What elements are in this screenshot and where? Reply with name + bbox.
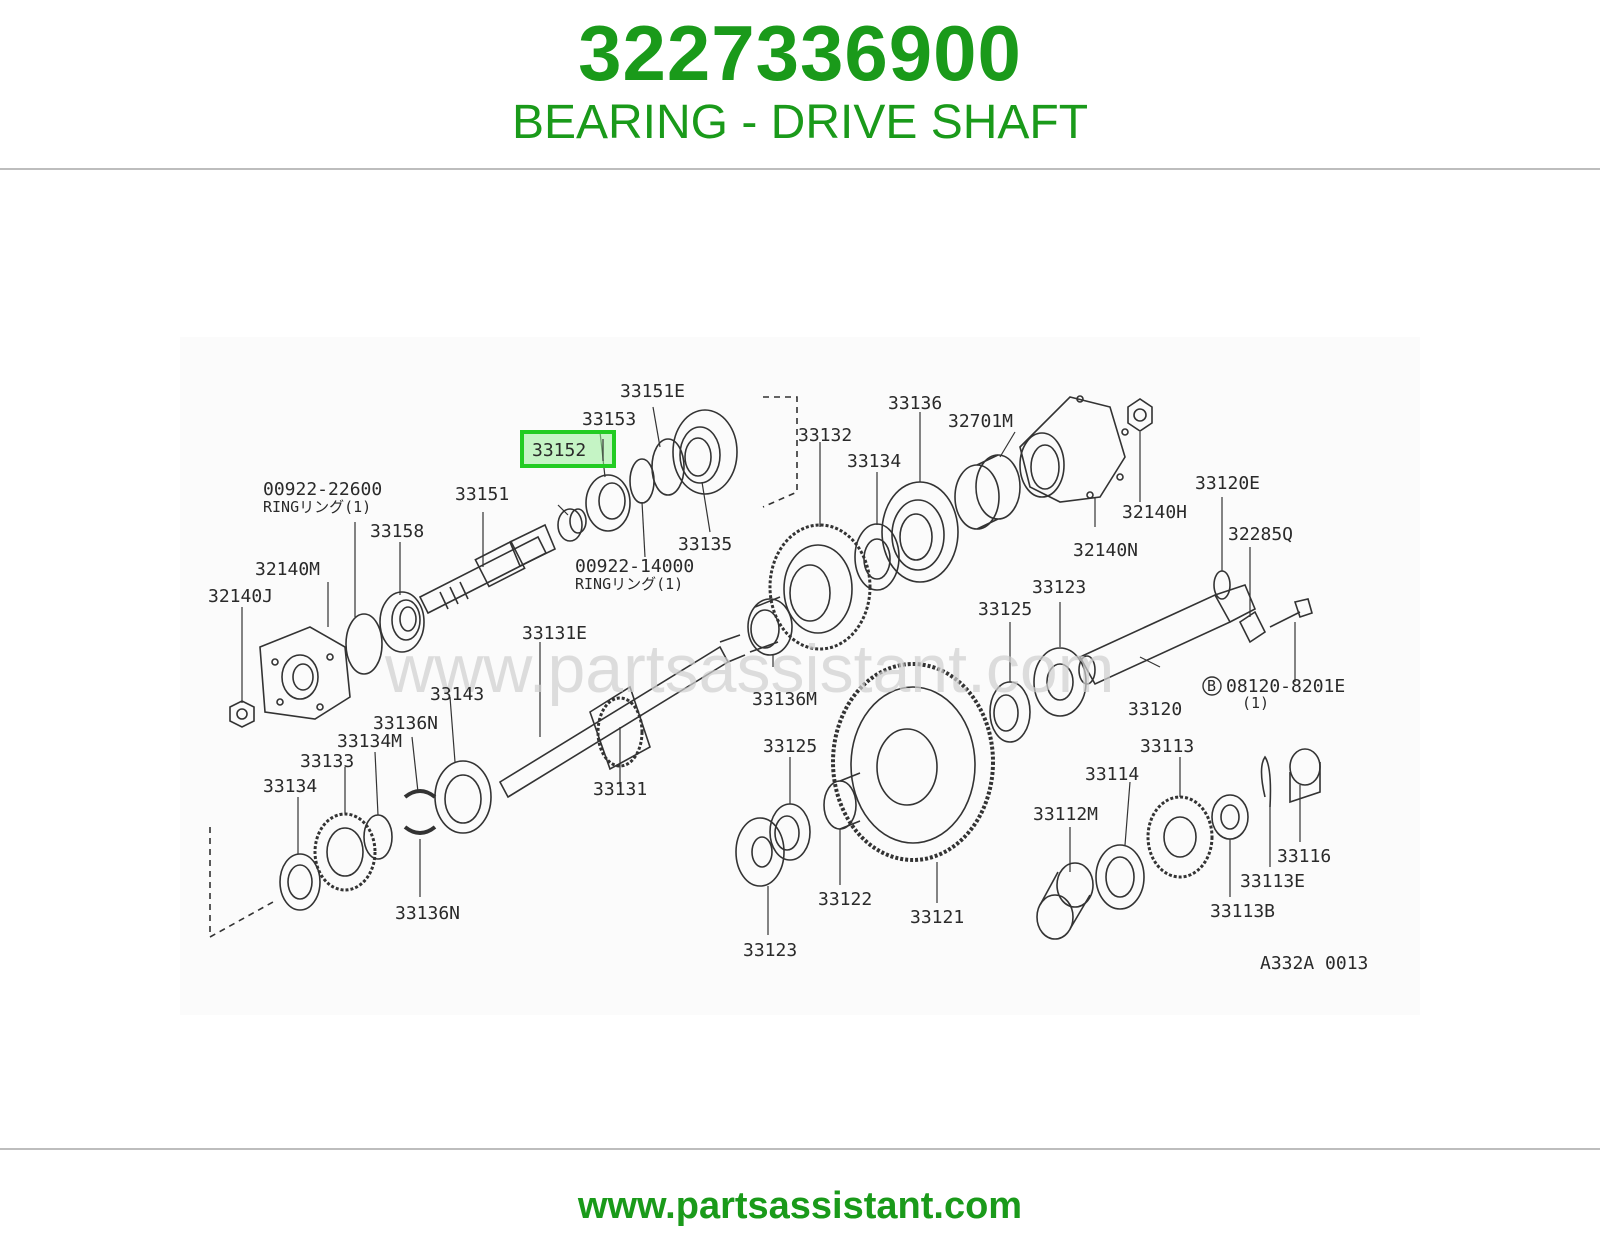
label-33122[interactable]: 33122 [818,889,872,910]
cap-33116-drawing [1289,748,1321,804]
shaft-33131-drawing [498,634,746,799]
dashed-outline-left [209,827,274,939]
label-32285Q[interactable]: 32285Q [1228,524,1293,545]
bearing-33135-drawing [672,409,738,495]
header-divider [0,168,1600,170]
figure-code: A332A 0013 [1260,953,1368,974]
bushing-33112M-drawing [1036,862,1094,940]
label-33116[interactable]: 33116 [1277,846,1331,867]
label-33153[interactable]: 33153 [582,409,636,430]
sleeve-33153-drawing [585,474,631,532]
label-33112M[interactable]: 33112M [1033,804,1098,825]
label-33125-top[interactable]: 33125 [978,599,1032,620]
label-33121[interactable]: 33121 [910,907,964,928]
ring-33134M-drawing [363,814,393,860]
shaft-33151-drawing [418,523,557,615]
sleeve-33143-drawing [434,760,492,834]
bearing-33152-drawing [557,508,587,542]
gear-33121-drawing [831,662,995,862]
label-00922-14000[interactable]: 00922-14000 [575,556,694,577]
label-33136-top[interactable]: 33136 [888,393,942,414]
label-33143[interactable]: 33143 [430,684,484,705]
nut-32140H-drawing [1127,398,1153,432]
header: 3227336900 BEARING - DRIVE SHAFT [0,0,1600,168]
pin-33113E-drawing [1260,755,1272,808]
label-33113E[interactable]: 33113E [1240,871,1305,892]
retainer-32140M-drawing [259,626,351,720]
ring-33120E-drawing [1213,570,1231,600]
bearing-33136M-drawing [747,596,793,656]
nut-33113B-drawing [1211,794,1249,840]
bearing-33125-bottom-drawing [769,803,811,861]
label-33131E[interactable]: 33131E [522,623,587,644]
label-33133[interactable]: 33133 [300,751,354,772]
highlight-box-33152[interactable] [520,430,616,468]
gear-33132-drawing [768,523,872,651]
label-33136N-bottom[interactable]: 33136N [395,903,460,924]
label-00922-22600[interactable]: 00922-22600 [263,479,382,500]
label-32140M[interactable]: 32140M [255,559,320,580]
bolt-08120-8201E-drawing [1269,598,1313,628]
dashed-outline-top [762,396,798,508]
bearing-33114-drawing [1095,844,1145,910]
label-33113[interactable]: 33113 [1140,736,1194,757]
label-33114[interactable]: 33114 [1085,764,1139,785]
label-00922-22600-sub: RINGリング(1) [263,498,371,516]
label-32140H[interactable]: 32140H [1122,502,1187,523]
footer-url[interactable]: www.partsassistant.com [577,1185,1023,1227]
label-32701M[interactable]: 32701M [948,411,1013,432]
bearing-33136N-drawing [403,789,437,835]
ring-33151E-drawing [651,438,685,496]
bearing-33136-top-drawing [881,481,959,583]
bearing-33158-drawing [379,591,425,653]
label-33134M[interactable]: 33134M [337,731,402,752]
label-33136N-top[interactable]: 33136N [373,713,438,734]
plate-32285Q-drawing [1238,610,1267,644]
part-number: 3227336900 [578,9,1022,97]
watermark-text: www.partsassistant.com [384,631,1114,707]
label-33132[interactable]: 33132 [798,425,852,446]
label-33131[interactable]: 33131 [593,779,647,800]
ring-00922-14000-drawing [629,458,655,504]
label-08120-b: B [1207,677,1216,695]
label-33151E[interactable]: 33151E [620,381,685,402]
leader-lines [241,406,1301,935]
parts-diagram: www.partsassistant.com 33151E 33153 3315… [180,337,1420,1015]
spacer-33122-drawing [823,772,861,830]
label-32140N[interactable]: 32140N [1073,540,1138,561]
part-description: BEARING - DRIVE SHAFT [511,96,1089,149]
label-33120[interactable]: 33120 [1128,699,1182,720]
gear-33113-drawing [1146,795,1214,879]
b-circle-icon [1202,676,1222,696]
label-32140J[interactable]: 32140J [208,586,273,607]
label-08120-8201E[interactable]: 08120-8201E [1226,676,1345,697]
washer-33123-bottom-drawing [735,817,785,887]
label-33134-bottom[interactable]: 33134 [263,776,317,797]
exploded-view-drawing: www.partsassistant.com 33151E 33153 3315… [208,381,1368,974]
bearing-32701M-drawing [954,454,1021,530]
washer-33123-top-drawing [1033,647,1087,717]
nut-32140J-drawing [229,700,255,728]
label-33123-bottom[interactable]: 33123 [743,940,797,961]
label-00922-14000-sub: RINGリング(1) [575,575,683,593]
label-33135[interactable]: 33135 [678,534,732,555]
label-33123-top[interactable]: 33123 [1032,577,1086,598]
label-33151[interactable]: 33151 [455,484,509,505]
retainer-32140N-drawing [1019,395,1129,503]
label-33134-top[interactable]: 33134 [847,451,901,472]
label-33125-bottom[interactable]: 33125 [763,736,817,757]
label-33120E[interactable]: 33120E [1195,473,1260,494]
label-33113B[interactable]: 33113B [1210,901,1275,922]
label-33136M[interactable]: 33136M [752,689,817,710]
footer-divider [0,1148,1600,1150]
label-33152[interactable]: 33152 [532,440,586,461]
ring-33134-bottom-drawing [279,853,321,911]
ring-00922-22600-drawing [345,613,383,675]
label-08120-8201E-sub: (1) [1242,694,1269,712]
label-33158[interactable]: 33158 [370,521,424,542]
